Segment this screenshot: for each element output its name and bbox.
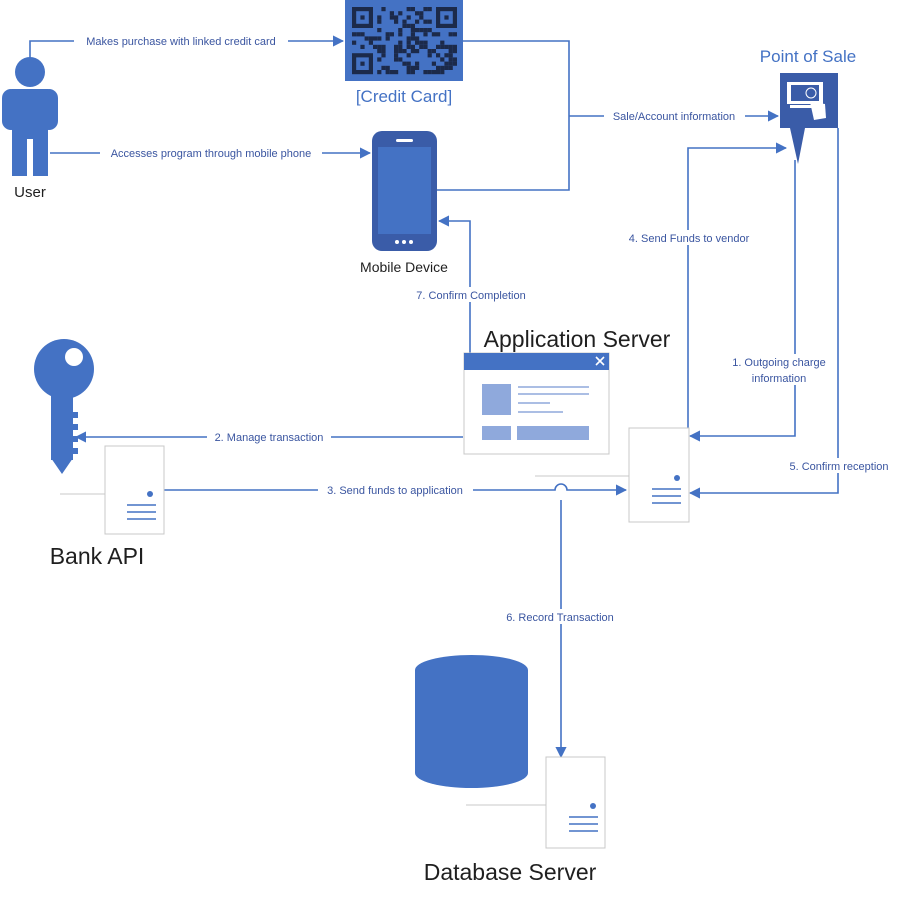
application-server-label: Application Server xyxy=(484,326,671,352)
database-server-node: Database Server xyxy=(415,655,606,885)
edge-label-sale-info: Sale/Account information xyxy=(613,111,735,123)
edge-label-confirm-reception: 5. Confirm reception xyxy=(789,461,888,473)
database-server-label: Database Server xyxy=(424,859,597,885)
bank-api-label: Bank API xyxy=(50,543,145,569)
point-of-sale-node: Point of Sale xyxy=(760,47,856,164)
edge-send-funds-vendor xyxy=(687,142,788,428)
point-of-sale-icon xyxy=(780,73,838,164)
person-icon xyxy=(2,57,58,176)
edge-label-purchase: Makes purchase with linked credit card xyxy=(86,36,276,48)
key-icon xyxy=(34,339,94,474)
point-of-sale-label: Point of Sale xyxy=(760,47,856,66)
app-window-icon xyxy=(463,352,610,455)
edge-labels: Makes purchase with linked credit card A… xyxy=(74,33,897,624)
mobile-device-label: Mobile Device xyxy=(360,259,448,275)
edge-label-outgoing-charge-1: 1. Outgoing charge xyxy=(732,357,826,369)
edge-label-send-funds-app: 3. Send funds to application xyxy=(327,485,463,497)
edge-label-outgoing-charge-2: information xyxy=(752,373,806,385)
qr-code-icon xyxy=(345,0,463,81)
application-server-node: Application Server xyxy=(463,326,690,523)
server-icon xyxy=(535,427,690,523)
mobile-device-node: Mobile Device xyxy=(360,131,448,275)
bank-api-node: Bank API xyxy=(34,339,165,569)
credit-card-node: [Credit Card] xyxy=(345,0,463,106)
user-node: User xyxy=(2,57,58,201)
edge-label-send-funds-vendor: 4. Send Funds to vendor xyxy=(629,233,750,245)
edge-confirm-reception xyxy=(688,128,839,499)
user-label: User xyxy=(14,184,46,201)
edge-label-access: Accesses program through mobile phone xyxy=(111,148,312,160)
database-cylinder-icon xyxy=(415,655,528,788)
edge-confirm-completion xyxy=(437,215,471,353)
edge-send-funds-app xyxy=(163,483,628,496)
server-icon xyxy=(60,445,165,535)
edge-outgoing-charge xyxy=(688,160,796,442)
edge-label-manage-transaction: 2. Manage transaction xyxy=(215,432,324,444)
edge-label-confirm-completion: 7. Confirm Completion xyxy=(416,290,525,302)
edge-label-record-transaction: 6. Record Transaction xyxy=(506,612,614,624)
server-icon xyxy=(466,756,606,849)
credit-card-label: [Credit Card] xyxy=(356,87,452,106)
mobile-phone-icon xyxy=(372,131,437,251)
